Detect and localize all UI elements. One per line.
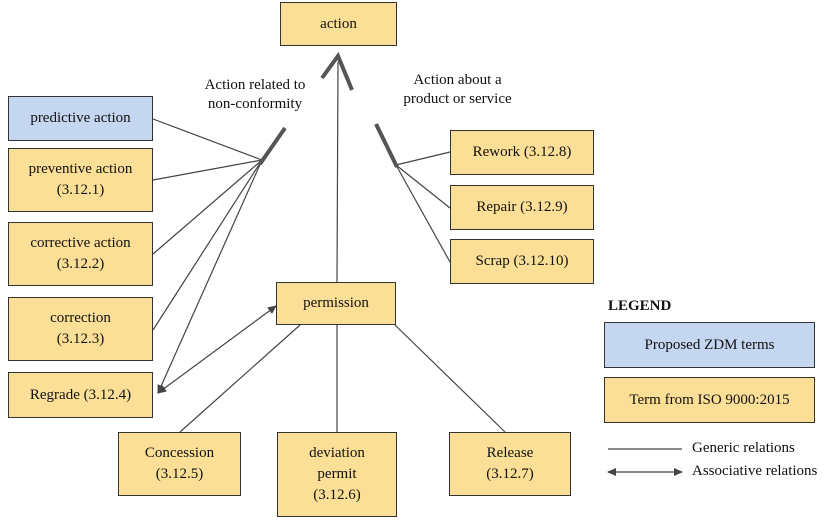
node-predictive-action: predictive action	[8, 96, 153, 141]
line-regrade-permission	[157, 305, 277, 394]
line-preventive-junction	[152, 159, 263, 181]
line-corrective-junction	[152, 159, 263, 255]
line-correction-junction	[152, 159, 263, 331]
node-repair: Repair (3.12.9)	[450, 185, 594, 230]
line-concession-permission	[179, 324, 301, 433]
node-release: Release (3.12.7)	[449, 432, 571, 496]
line-rework-junction	[395, 151, 451, 166]
legend-title: LEGEND	[608, 298, 672, 314]
line-scrap-junction	[395, 164, 451, 263]
node-rework: Rework (3.12.8)	[450, 130, 594, 175]
node-action: action	[280, 2, 397, 46]
node-concession: Concession (3.12.5)	[118, 432, 241, 496]
line-repair-junction	[395, 164, 451, 209]
node-correction: correction (3.12.3)	[8, 297, 153, 361]
node-scrap: Scrap (3.12.10)	[450, 239, 594, 284]
node-preventive-action: preventive action (3.12.1)	[8, 148, 153, 212]
node-regrade: Regrade (3.12.4)	[8, 372, 153, 418]
line-release-permission	[394, 324, 506, 433]
legend-zdm-swatch: Proposed ZDM terms	[604, 322, 815, 368]
line-regrade-junction	[157, 159, 263, 394]
node-permission: permission	[276, 282, 396, 325]
legend-generic-label: Generic relations	[692, 440, 795, 456]
junction-right	[374, 123, 399, 168]
node-deviation-permit: deviation permit (3.12.6)	[277, 432, 397, 517]
legend-iso-swatch: Term from ISO 9000:2015	[604, 377, 815, 423]
node-corrective-action: corrective action (3.12.2)	[8, 222, 153, 286]
label-nonconformity: Action related to non-conformity	[204, 77, 306, 112]
label-product-service: Action about a product or service	[403, 72, 512, 107]
legend-associative-label: Associative relations	[692, 463, 818, 479]
line-predictive-junction	[152, 118, 263, 161]
action-arrowhead	[320, 51, 354, 91]
junction-left	[258, 126, 287, 166]
line-permission-action	[336, 61, 339, 283]
